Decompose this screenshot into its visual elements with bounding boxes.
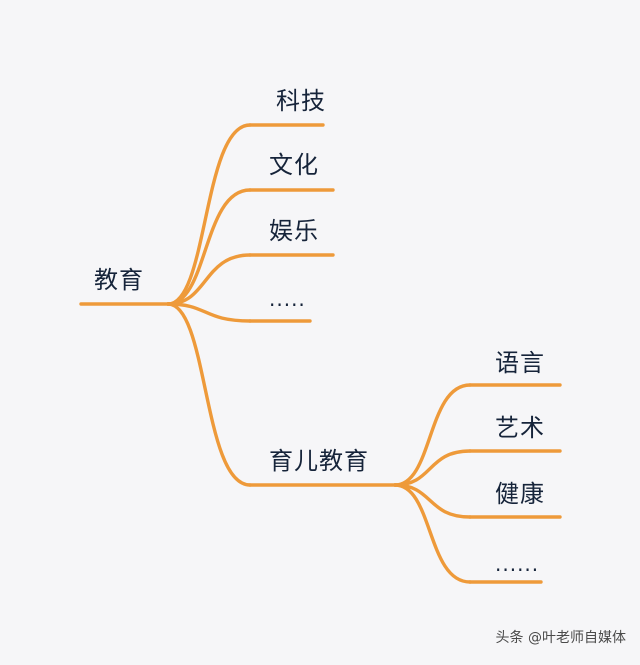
connector-culture [166, 188, 252, 306]
subbranch-label-health: 健康 [495, 480, 545, 508]
subconnector-language [393, 383, 472, 487]
root-node-label: 教育 [94, 266, 144, 294]
branch-label-parenting-education: 育儿教育 [269, 447, 369, 475]
branch-label-entertainment: 娱乐 [269, 217, 319, 245]
branch-label-more: ..... [269, 287, 306, 311]
subbranch-label-more: ...... [495, 552, 540, 576]
watermark-text: 头条 @叶老师自媒体 [495, 630, 626, 646]
connector-tech [166, 123, 252, 306]
connector-parenting-education [166, 302, 252, 487]
branch-label-tech: 科技 [276, 87, 326, 115]
connector-entertainment [166, 253, 252, 306]
subconnector-art [393, 449, 472, 487]
subconnector-more [393, 483, 472, 584]
subbranch-label-art: 艺术 [495, 414, 545, 442]
connector-more [166, 302, 252, 323]
branch-label-culture: 文化 [269, 151, 319, 179]
subbranch-label-language: 语言 [495, 349, 545, 377]
